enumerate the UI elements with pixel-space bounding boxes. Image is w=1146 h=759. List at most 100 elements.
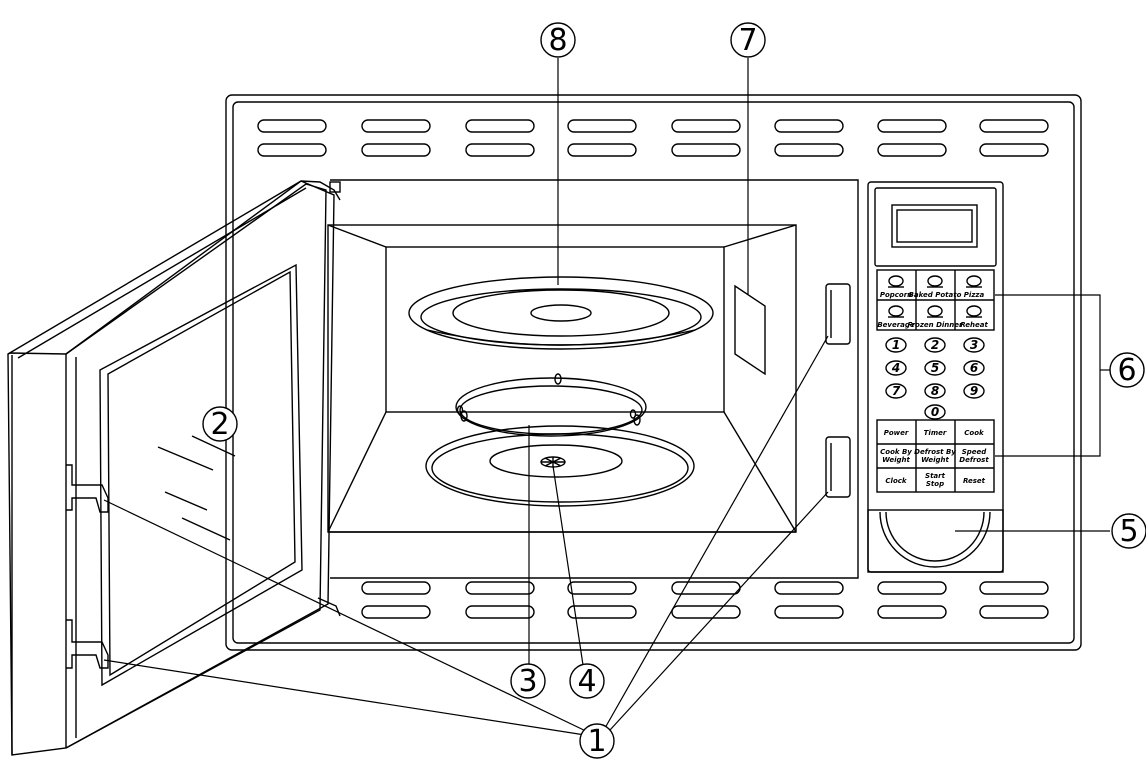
number-key [963,383,985,399]
vent-slot [361,605,431,619]
vent-slot [774,119,844,133]
turntable-coupler [540,456,566,468]
number-key [885,383,907,399]
waveguide-cover [734,284,766,376]
vent-slot [567,581,637,595]
number-key [924,360,946,376]
ventilation-slots [257,119,1049,619]
auto-key-label: Popcorn [880,291,912,299]
vent-slot [567,143,637,157]
auto-key-label: Frozen Dinner [908,321,963,329]
number-key-label: 3 [970,338,978,352]
auto-key-label: Beverage [877,321,915,329]
control-panel [867,181,1004,573]
function-key-label: Clock [885,477,907,485]
vent-slot [465,605,535,619]
vent-slot [774,143,844,157]
vent-slot [774,605,844,619]
callout-2: 2 [202,406,238,442]
callout-5: 5 [1111,513,1146,549]
number-key-label: 7 [892,384,901,398]
vent-slot [979,605,1049,619]
callout-6: 6 [1109,352,1145,388]
function-key-label: Timer [924,429,947,437]
function-key-label: Cook [964,429,985,437]
number-key-label: 8 [931,384,939,398]
turntable-floor-track [425,425,695,507]
door-release-button [867,509,1004,573]
leader-lines [103,58,1110,736]
number-key-label: 2 [931,338,939,352]
vent-slot [257,119,327,133]
callout-number: 8 [548,23,567,58]
number-key-label: 4 [891,361,900,375]
vent-slot [361,119,431,133]
number-key [924,404,946,420]
pot-icon [966,305,982,318]
door-assembly [7,180,341,756]
callout-8: 8 [540,22,576,58]
vent-slot [257,143,327,157]
cup-icon [888,305,904,318]
number-key-label: 6 [970,361,978,375]
callout-3: 3 [510,663,546,699]
popcorn-icon [888,275,904,288]
callout-number: 4 [577,664,596,699]
vent-slot [774,581,844,595]
vent-slot [877,143,947,157]
cavity-frame [327,179,859,579]
vent-slot [979,581,1049,595]
number-key [924,337,946,353]
roller-ring [455,373,647,437]
dinner-icon [927,305,943,318]
glass-tray [408,276,714,350]
potato-icon [927,275,943,288]
callout-1: 1 [579,723,615,759]
vent-slot [671,119,741,133]
vent-slot [671,143,741,157]
number-key-label: 9 [970,384,978,398]
callout-number: 1 [587,724,606,759]
auto-key-label: Pizza [964,291,985,299]
number-key [924,383,946,399]
vent-slot [877,581,947,595]
number-key-label: 5 [931,361,939,375]
vent-slot [361,143,431,157]
microwave-cabinet [225,94,1082,651]
vent-slot [567,119,637,133]
door-latch-slots [825,283,851,498]
callout-number: 2 [210,407,229,442]
function-key-label: Power [884,429,909,437]
pizza-icon [966,275,982,288]
vent-slot [877,119,947,133]
callout-7: 7 [730,22,766,58]
callout-number: 6 [1117,353,1136,388]
vent-slot [465,581,535,595]
function-key-label: Reset [963,477,986,485]
number-key [963,337,985,353]
vent-slot [979,143,1049,157]
number-key-label: 1 [892,338,900,352]
auto-key-label: Reheat [960,321,988,329]
callout-markers: 1 2 3 4 5 6 7 8 [202,22,1146,759]
vent-slot [465,119,535,133]
number-key [885,337,907,353]
auto-key-label: Baked Potato [909,291,962,299]
vent-slot [465,143,535,157]
vent-slot [979,119,1049,133]
number-key [963,360,985,376]
callout-4: 4 [569,663,605,699]
vent-slot [567,605,637,619]
callout-number: 3 [518,664,537,699]
callout-number: 5 [1119,514,1138,549]
callout-number: 7 [738,23,757,58]
number-key [885,360,907,376]
